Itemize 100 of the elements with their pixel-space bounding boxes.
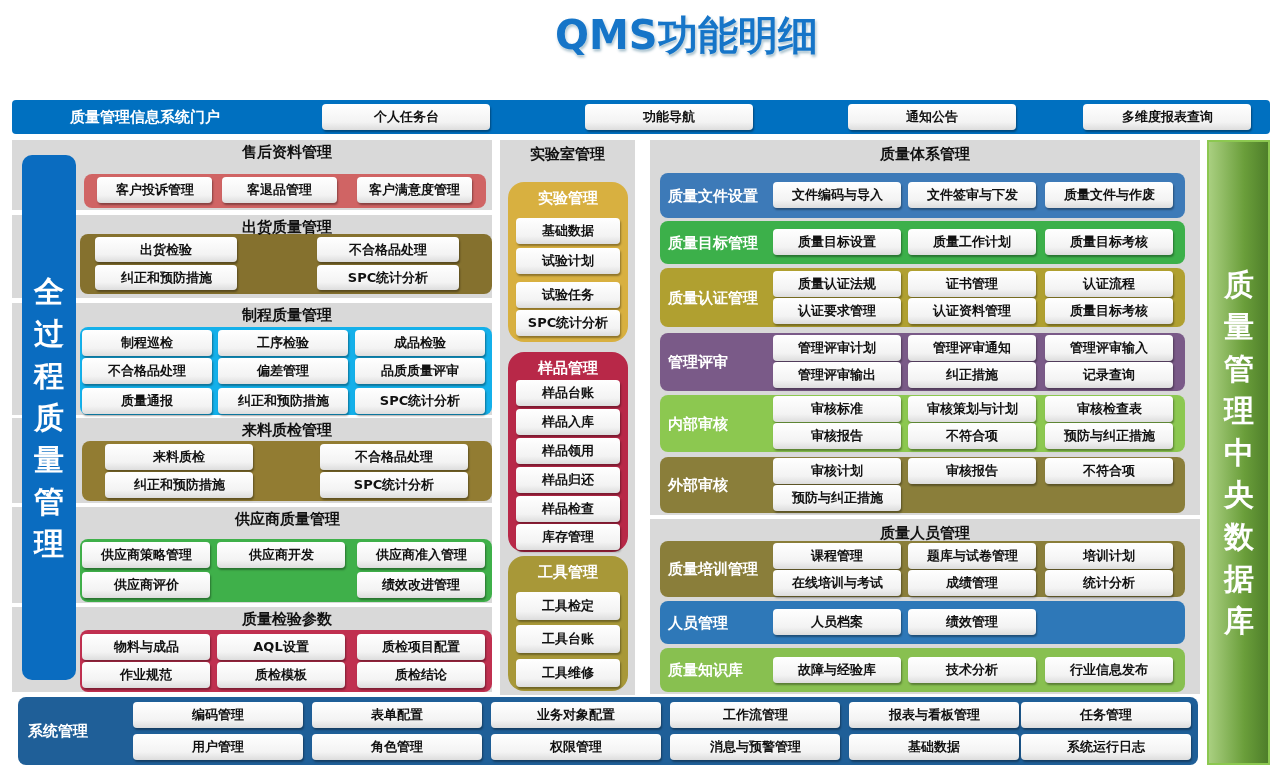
banner-bar <box>18 697 1198 765</box>
function-box: 质量目标考核 <box>1045 229 1173 255</box>
function-box: 供应商评价 <box>82 572 210 598</box>
section-heading: 质量管理信息系统门户 <box>70 107 220 127</box>
module-panel <box>660 333 1185 391</box>
section-panel <box>12 140 492 210</box>
function-box: 管理评审通知 <box>908 335 1036 361</box>
function-box: 预防与纠正措施 <box>1045 423 1173 449</box>
function-box: 个人任务台 <box>322 104 490 130</box>
function-box: 工序检验 <box>218 330 348 356</box>
function-box: 试验计划 <box>516 248 620 274</box>
function-box: 统计分析 <box>1045 570 1173 596</box>
function-box: 报表与看板管理 <box>849 702 1019 728</box>
function-box: 纠正和预防措施 <box>95 265 237 290</box>
section-heading: 全过程质量管理 <box>33 272 65 563</box>
module-panel <box>660 648 1185 692</box>
module-panel <box>660 221 1185 264</box>
function-box: 业务对象配置 <box>491 702 661 728</box>
vertical-banner <box>22 155 76 680</box>
module-panel <box>508 352 628 552</box>
function-box: 质量文件与作废 <box>1045 182 1173 208</box>
section-heading: 质量文件设置 <box>668 185 759 206</box>
function-box: 成品检验 <box>355 330 485 356</box>
function-box: 题库与试卷管理 <box>908 543 1036 569</box>
function-box: 任务管理 <box>1021 702 1191 728</box>
function-box: 作业规范 <box>82 662 210 688</box>
function-box: 成绩管理 <box>908 570 1036 596</box>
function-box: 用户管理 <box>133 734 303 760</box>
section-panel <box>500 140 635 695</box>
vertical-banner <box>1207 140 1270 765</box>
function-box: 不符合项 <box>1045 458 1173 484</box>
section-heading: 出货质量管理 <box>241 218 333 237</box>
section-heading: 质量体系管理 <box>879 145 971 164</box>
section-heading: 内部审核 <box>668 413 729 434</box>
function-box: 角色管理 <box>312 734 482 760</box>
section-heading: 质量培训管理 <box>668 559 759 579</box>
section-panel <box>12 607 492 692</box>
function-box: SPC统计分析 <box>355 388 485 414</box>
function-box: 样品台账 <box>516 380 620 406</box>
function-box: 人员档案 <box>773 609 901 635</box>
function-box: 质量目标考核 <box>1045 298 1173 324</box>
function-box: AQL设置 <box>217 634 345 660</box>
banner-bar <box>12 100 1270 134</box>
function-box: 行业信息发布 <box>1045 657 1173 683</box>
function-box: 工具维修 <box>516 659 620 687</box>
function-box: 偏差管理 <box>218 358 348 384</box>
function-box: 质检项目配置 <box>357 634 485 660</box>
function-box: 供应商开发 <box>217 542 345 568</box>
section-heading: 质量检验参数 <box>241 610 333 629</box>
function-box: 基础数据 <box>849 734 1019 760</box>
function-box: 客户满意度管理 <box>357 177 472 203</box>
section-heading: 人员管理 <box>668 612 729 633</box>
function-box: 不合格品处理 <box>317 237 459 262</box>
function-box: 纠正和预防措施 <box>218 388 348 414</box>
function-box: 课程管理 <box>773 543 901 569</box>
function-box: 审核检查表 <box>1045 396 1173 422</box>
function-box: 认证要求管理 <box>773 298 901 324</box>
function-box: 质检模板 <box>217 662 345 688</box>
function-box: 审核策划与计划 <box>908 396 1036 422</box>
function-box: 来料质检 <box>105 444 253 470</box>
function-box: 审核报告 <box>908 458 1036 484</box>
function-box: 审核标准 <box>773 396 901 422</box>
section-heading: 质量人员管理 <box>879 524 971 543</box>
section-heading: 管理评审 <box>668 352 729 372</box>
section-heading: 质量认证管理 <box>668 287 759 308</box>
function-box: 基础数据 <box>516 218 620 244</box>
function-box: 记录查询 <box>1045 362 1173 388</box>
module-panel <box>508 182 628 342</box>
function-box: 不合格品处理 <box>320 444 468 470</box>
function-box: 故障与经验库 <box>773 657 901 683</box>
function-box: 管理评审计划 <box>773 335 901 361</box>
function-box: 物料与成品 <box>82 634 210 660</box>
function-box: 工具检定 <box>516 592 620 620</box>
function-box: 表单配置 <box>312 702 482 728</box>
function-box: 绩效管理 <box>908 609 1036 635</box>
function-box: 供应商准入管理 <box>357 542 485 568</box>
function-box: 质量工作计划 <box>908 229 1036 255</box>
function-box: 文件编码与导入 <box>773 182 901 208</box>
function-box: 消息与预警管理 <box>670 734 840 760</box>
function-box: 系统运行日志 <box>1021 734 1191 760</box>
page-title: QMS功能明细 <box>555 11 818 60</box>
function-box: 工具台账 <box>516 625 620 653</box>
function-box: 审核计划 <box>773 458 901 484</box>
section-heading: 实验室管理 <box>529 145 606 164</box>
function-box: 绩效改进管理 <box>357 572 485 598</box>
function-box: 不符合项 <box>908 423 1036 449</box>
function-box: 质量通报 <box>82 388 212 414</box>
function-box: 样品入库 <box>516 409 620 435</box>
module-panel <box>660 541 1185 597</box>
function-box: 制程巡检 <box>82 330 212 356</box>
function-box: 预防与纠正措施 <box>773 485 901 511</box>
function-box: 样品领用 <box>516 438 620 464</box>
function-box: 出货检验 <box>95 237 237 262</box>
function-box: 质量目标设置 <box>773 229 901 255</box>
function-box: 客户投诉管理 <box>97 177 212 203</box>
function-box: 证书管理 <box>908 271 1036 297</box>
function-box: 供应商策略管理 <box>82 542 210 568</box>
section-panel <box>650 519 1200 694</box>
module-panel <box>660 173 1185 218</box>
module-panel <box>660 268 1185 327</box>
